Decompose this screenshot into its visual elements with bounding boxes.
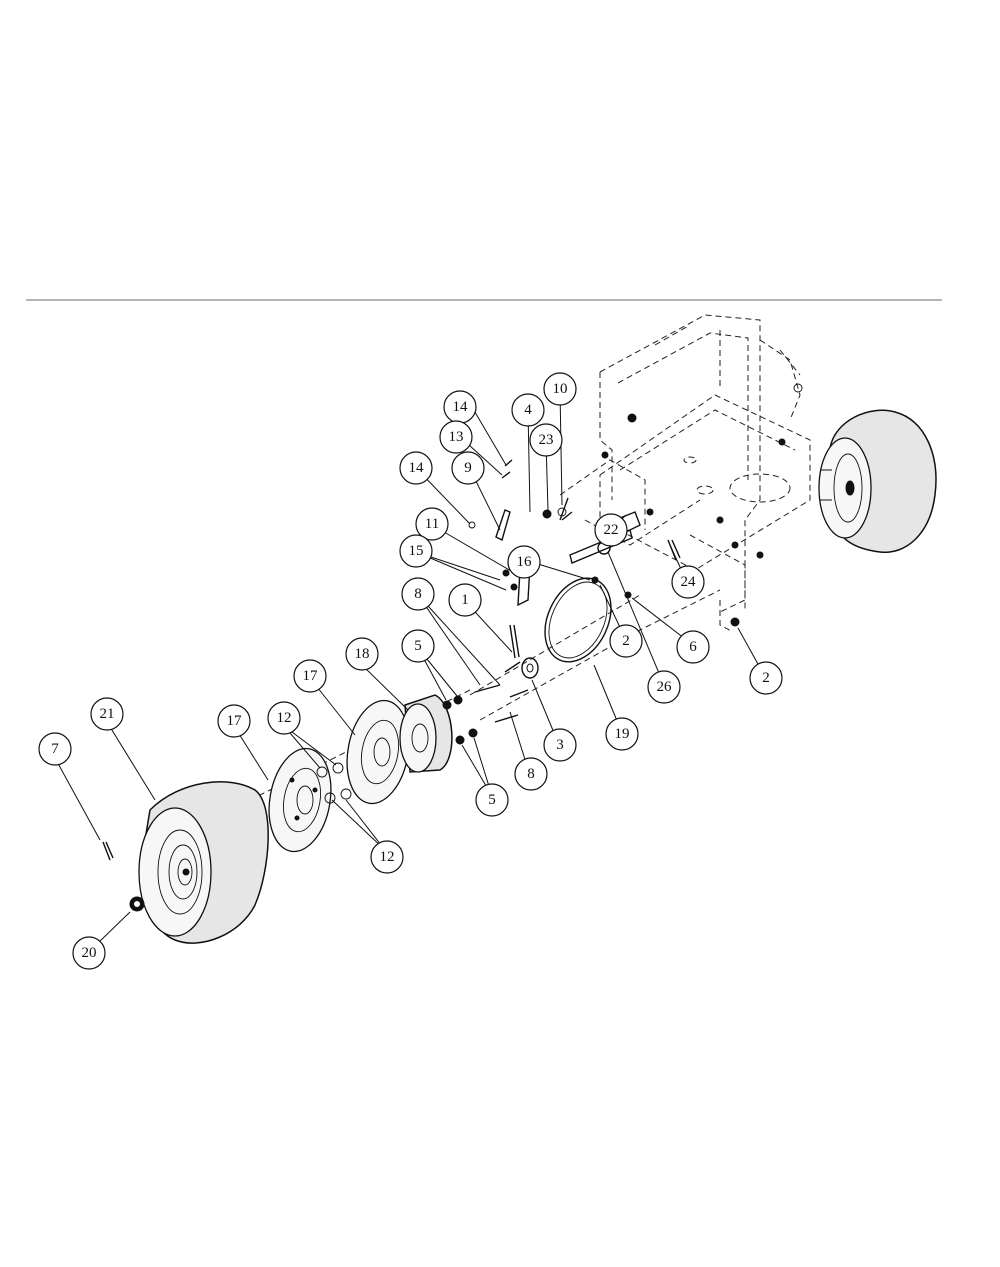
- callout-label: 2: [622, 633, 630, 649]
- callout-label: 13: [449, 429, 464, 445]
- callout-label: 17: [303, 668, 319, 684]
- callout-bubble: 18: [345, 637, 379, 671]
- callout-bubble: 14: [443, 390, 477, 424]
- callout-label: 14: [409, 460, 425, 476]
- callout-bubble: 7: [38, 732, 72, 766]
- callout-bubble: 15: [399, 534, 433, 568]
- callout-label: 24: [681, 574, 697, 590]
- callout-label: 15: [409, 543, 424, 559]
- callout-bubble: 10: [543, 372, 577, 406]
- callout-label: 12: [380, 849, 395, 865]
- callout-label: 8: [527, 766, 535, 782]
- callout-label: 9: [464, 460, 472, 476]
- callout-bubble: 12: [267, 701, 301, 735]
- brake-plate-17-front: [268, 747, 332, 853]
- callout-label: 19: [615, 726, 630, 742]
- callout-bubble: 24: [671, 565, 705, 599]
- callout-bubble: 2: [609, 624, 643, 658]
- callout-bubble: 23: [529, 423, 563, 457]
- callout-label: 21: [100, 706, 115, 722]
- callout-bubble: 5: [475, 783, 509, 817]
- bolts-and-nuts: [442, 661, 529, 745]
- callout-label: 2: [762, 670, 770, 686]
- callout-bubble: 13: [439, 420, 473, 454]
- callout-label: 17: [227, 713, 243, 729]
- brake-band-19: [544, 577, 612, 663]
- callout-bubble: 1: [448, 583, 482, 617]
- callout-bubble: 14: [399, 451, 433, 485]
- callout-label: 5: [488, 792, 496, 808]
- callout-label: 12: [277, 710, 292, 726]
- callout-label: 16: [517, 554, 533, 570]
- callout-bubble: 8: [514, 757, 548, 791]
- callout-bubble: 5: [401, 629, 435, 663]
- callout-bubble: 21: [90, 697, 124, 731]
- callout-bubble: 8: [401, 577, 435, 611]
- wheel-studs-12: [316, 762, 352, 804]
- callout-bubble: 3: [543, 728, 577, 762]
- callout-label: 7: [51, 741, 59, 757]
- callout-label: 14: [453, 399, 469, 415]
- rear-right-wheel: [818, 409, 937, 553]
- callout-bubble: 4: [511, 393, 545, 427]
- callout-bubble: 17: [293, 659, 327, 693]
- washer-3: [521, 657, 539, 679]
- callout-bubble: 20: [72, 936, 106, 970]
- callout-bubble: 17: [217, 704, 251, 738]
- callout-label: 6: [689, 639, 697, 655]
- callout-label: 5: [414, 638, 422, 654]
- callout-bubble: 9: [451, 451, 485, 485]
- callout-label: 11: [425, 516, 439, 532]
- cotter-pin-7: [102, 841, 114, 861]
- callout-bubble: 6: [676, 630, 710, 664]
- wheel-hub-18: [399, 694, 453, 773]
- callout-label: 18: [355, 646, 370, 662]
- callout-bubble: 16: [507, 545, 541, 579]
- callout-bubble: 12: [370, 840, 404, 874]
- callout-label: 3: [556, 737, 564, 753]
- callout-bubble: 2: [749, 661, 783, 695]
- callout-bubble: 11: [415, 507, 449, 541]
- hub-nut-20: [129, 896, 145, 912]
- wheel-tire-21: [138, 781, 269, 944]
- callout-label: 20: [82, 945, 97, 961]
- callouts: 14 13 4 10 23 9 14 11 22 15 16 1 8 24 18…: [38, 372, 783, 970]
- callout-label: 4: [524, 402, 532, 418]
- callout-bubble: 19: [605, 717, 639, 751]
- callout-label: 1: [461, 592, 469, 608]
- callout-label: 22: [604, 522, 619, 538]
- callout-label: 8: [414, 586, 422, 602]
- callout-label: 10: [553, 381, 568, 397]
- mower-frame: [139, 314, 811, 891]
- callout-label: 23: [539, 432, 554, 448]
- callout-label: 26: [657, 679, 673, 695]
- callout-bubble: 26: [647, 670, 681, 704]
- callout-bubble: 22: [594, 513, 628, 547]
